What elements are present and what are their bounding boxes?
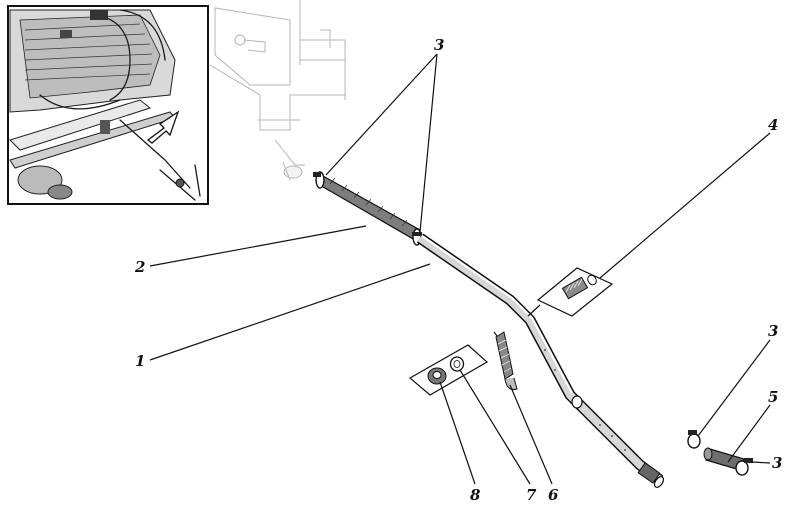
callout-3-right-bottom: 3: [772, 454, 782, 472]
callout-labels: 3 4 2 1 3 5 3 8 7 6: [134, 36, 782, 504]
threaded-fitting-icon: [561, 274, 597, 300]
clamp-part-3-upper: [313, 171, 325, 189]
callout-8: 8: [470, 486, 481, 504]
nut-washer-detail: [408, 344, 489, 396]
hose-part-2: [317, 175, 421, 241]
clamp-part-3-right-bottom: [735, 458, 753, 476]
callout-4: 4: [768, 116, 778, 134]
washer-part-7-icon: [449, 356, 465, 372]
callout-5: 5: [768, 388, 778, 406]
engine-outline: [209, 0, 346, 181]
inset-location-view: [7, 5, 209, 205]
callout-6: 6: [548, 486, 559, 504]
callout-3-top: 3: [434, 36, 444, 54]
leader-lines: [149, 53, 771, 485]
callout-3-right-top: 3: [768, 322, 778, 340]
callout-2: 2: [134, 258, 145, 276]
clamp-part-3-right-top: [687, 430, 701, 449]
nut-part-8-icon: [427, 367, 447, 385]
pipe-part-1: [416, 233, 665, 488]
drain-pipe-assembly: [313, 171, 665, 488]
callout-1: 1: [135, 352, 145, 370]
location-arrow-icon: [146, 110, 180, 144]
fitting-part-4-detail: [527, 267, 614, 317]
bracket-part-6: [493, 331, 518, 390]
callout-7: 7: [526, 486, 537, 504]
